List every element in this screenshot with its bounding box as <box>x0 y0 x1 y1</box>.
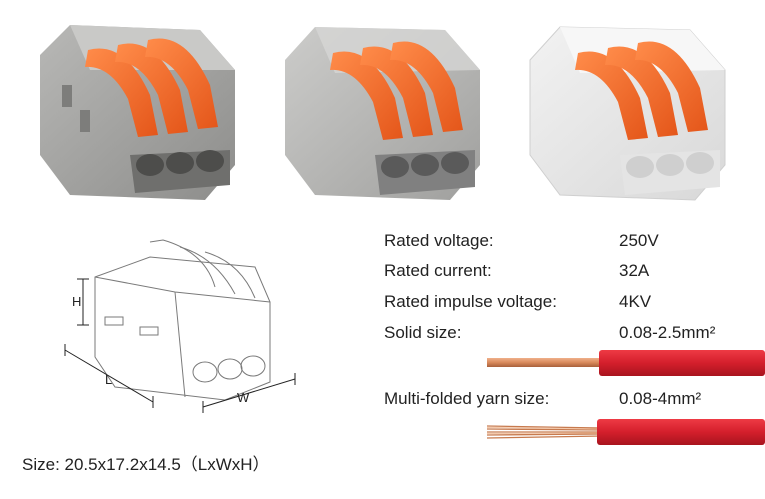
spec-impulse-voltage-label: Rated impulse voltage: <box>384 292 557 311</box>
spec-rated-current-value: 32A <box>619 261 650 280</box>
spec-rated-voltage-label: Rated voltage: <box>384 231 494 250</box>
stranded-wire-photo <box>486 419 765 445</box>
spec-impulse-voltage-value: 4KV <box>619 292 652 311</box>
solid-wire-photo <box>487 350 765 376</box>
length-label: L <box>105 372 112 387</box>
width-label: W <box>237 390 250 405</box>
size-caption: Size: 20.5x17.2x14.5（LxWxH） <box>22 455 270 474</box>
clear-connector-photo <box>529 26 726 201</box>
dimension-drawing: H L W <box>64 239 296 413</box>
height-label: H <box>72 294 81 309</box>
grey-connector-photo <box>40 25 235 200</box>
spec-solid-size-value: 0.08-2.5mm² <box>619 323 716 342</box>
spec-multi-folded-yarn-value: 0.08-4mm² <box>619 389 702 408</box>
spec-rated-voltage-value: 250V <box>619 231 659 250</box>
transparent-grey-connector-photo <box>285 27 480 200</box>
spec-multi-folded-yarn-label: Multi-folded yarn size: <box>384 389 550 408</box>
spec-solid-size-label: Solid size: <box>384 323 462 342</box>
spec-rated-current-label: Rated current: <box>384 261 492 280</box>
